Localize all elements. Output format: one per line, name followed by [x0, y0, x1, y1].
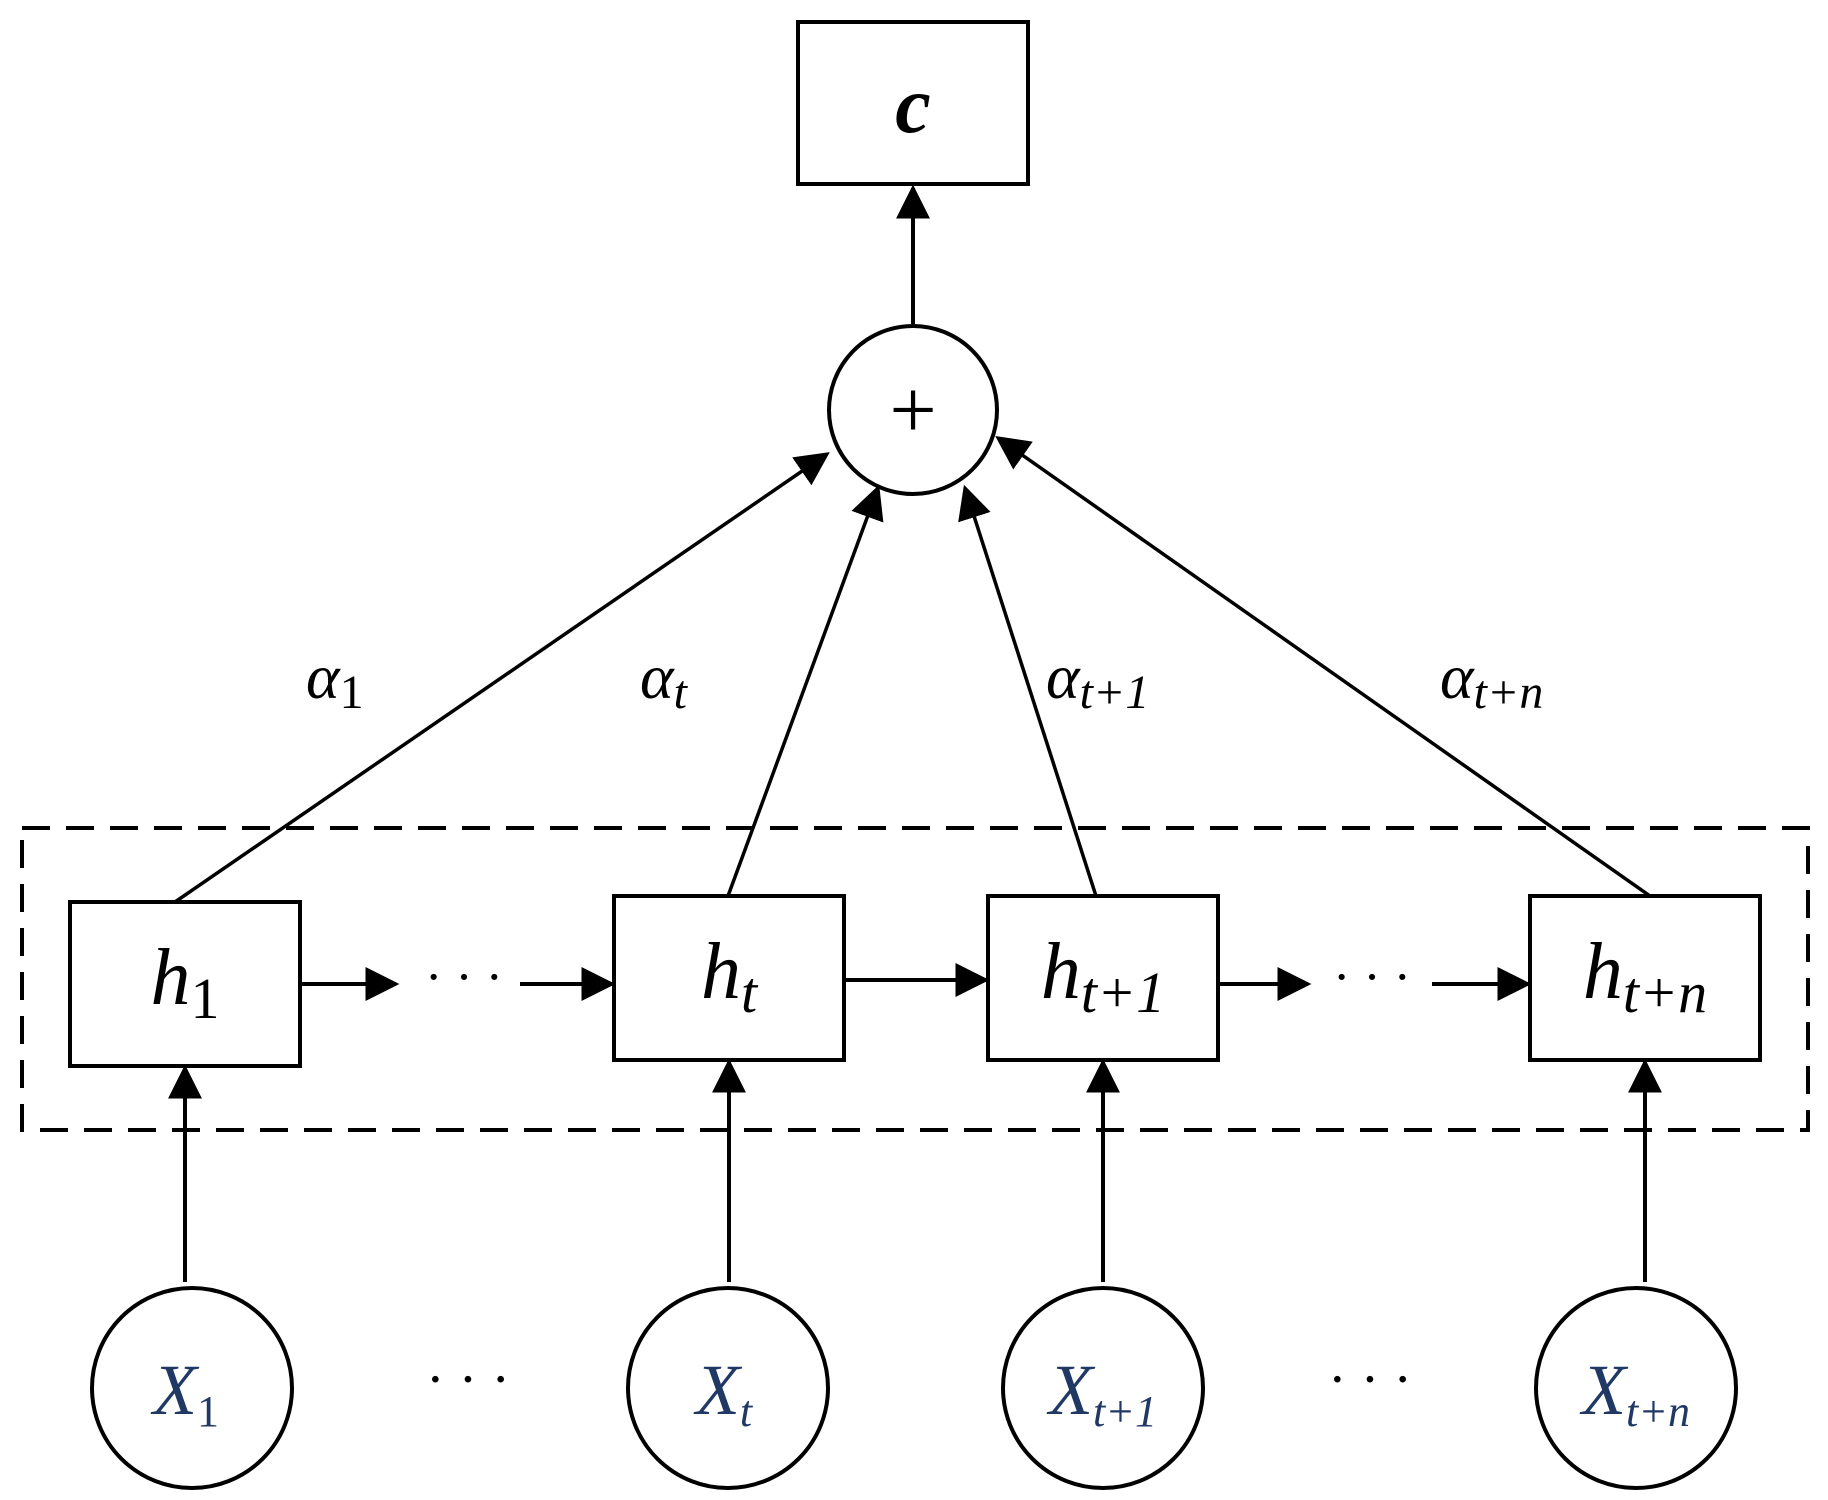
hidden-state-label-1: h1	[151, 934, 220, 1031]
hidden-state-label-t: ht	[701, 928, 759, 1025]
recurrent-ellipsis-1: · · ·	[425, 949, 503, 1006]
sum-symbol: +	[889, 364, 936, 457]
hidden-state-box-tn	[1528, 894, 1762, 1062]
weight-arrow-1	[174, 452, 830, 904]
weight-label-t1: αt+1	[1046, 641, 1149, 719]
hidden-state-label-tn: ht+n	[1583, 928, 1707, 1025]
input-label-t: Xt	[693, 1350, 754, 1436]
input-label-tn: Xt+n	[1579, 1350, 1690, 1436]
input-ellipsis-2: · · ·	[1328, 1349, 1412, 1411]
hidden-state-box-t	[612, 894, 846, 1062]
input-label-1: X1	[150, 1350, 219, 1436]
sum-node	[827, 324, 999, 496]
hidden-state-label-t1: ht+1	[1041, 928, 1165, 1025]
encoder-dashed-box	[20, 826, 1810, 1132]
hidden-state-box-1	[68, 900, 302, 1068]
input-ellipsis-1: · · ·	[426, 1349, 510, 1411]
context-vector-box	[796, 20, 1030, 186]
weight-arrow-t	[726, 484, 884, 897]
weight-arrow-tn	[995, 436, 1652, 898]
input-node-t	[626, 1286, 830, 1490]
context-vector-label: c	[895, 62, 931, 150]
input-node-tn	[1534, 1286, 1738, 1490]
input-node-1	[90, 1286, 294, 1490]
input-label-t1: Xt+1	[1046, 1350, 1157, 1436]
recurrent-ellipsis-2: · · ·	[1333, 949, 1411, 1006]
input-node-t1	[1001, 1286, 1205, 1490]
weight-label-t: αt	[640, 641, 689, 719]
weight-label-tn: αt+n	[1440, 641, 1543, 719]
weight-label-1: α1	[306, 641, 364, 719]
weight-arrow-t1	[958, 484, 1098, 897]
